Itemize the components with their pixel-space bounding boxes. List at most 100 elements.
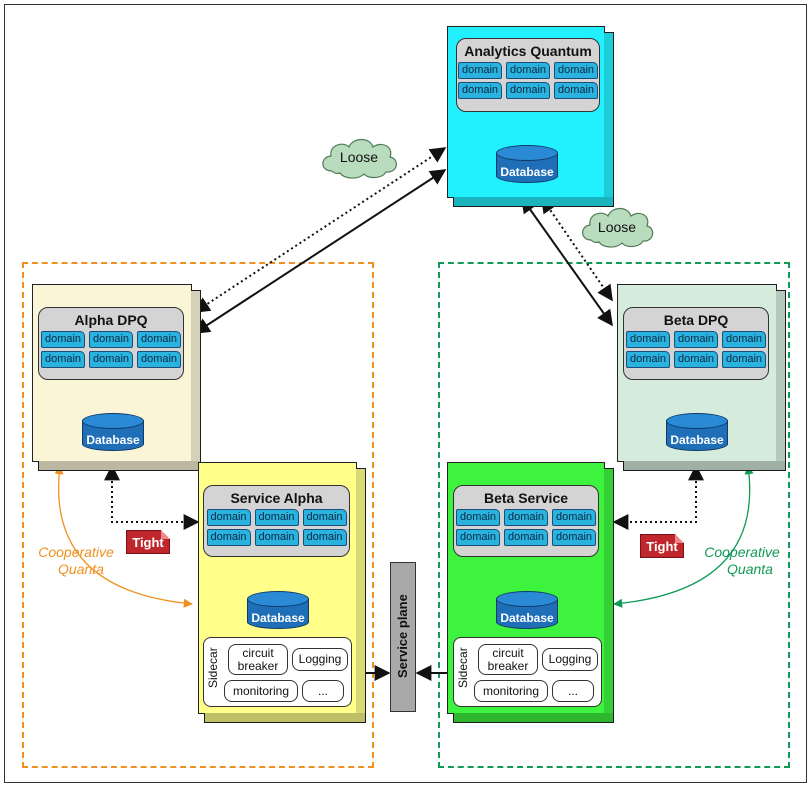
domain-tag: domain [552, 529, 596, 546]
logging-pill: Logging [542, 648, 598, 671]
cloud-icon [582, 207, 654, 248]
more-pill: ... [302, 680, 344, 702]
beta-service-sidecar: Sidecar circuit breaker Logging monitori… [453, 637, 602, 707]
more-pill: ... [552, 680, 594, 702]
domain-tag: domain [722, 351, 766, 368]
alpha-analytics-solid-link [193, 169, 447, 334]
service-alpha-database-icon: Database [247, 591, 309, 635]
beta-dpq-domains: domain domain domain domain domain domai… [624, 331, 768, 368]
logging-pill: Logging [292, 648, 348, 671]
alpha-tight-link [104, 464, 200, 530]
beta-service-database-label: Database [500, 611, 554, 625]
domain-tag: domain [506, 62, 550, 79]
loose-cloud-left: Loose [318, 133, 400, 181]
alpha-dpq-domain-box: Alpha DPQ domain domain domain domain do… [38, 307, 184, 380]
domain-tag: domain [554, 82, 598, 99]
domain-tag: domain [506, 82, 550, 99]
monitoring-pill: monitoring [224, 680, 298, 702]
beta-service-domain-box: Beta Service domain domain domain domain… [453, 485, 599, 557]
domain-tag: domain [456, 509, 500, 526]
alpha-dpq-domains: domain domain domain domain domain domai… [39, 331, 183, 368]
domain-tag: domain [626, 351, 670, 368]
cooperative-text: Cooperative [704, 544, 780, 560]
cloud-icon [322, 138, 397, 179]
breaker-text: breaker [487, 658, 529, 673]
beta-dpq-domain-box: Beta DPQ domain domain domain domain dom… [623, 307, 769, 380]
domain-tag: domain [89, 351, 133, 368]
tight-badge-alpha: Tight [126, 530, 170, 554]
domain-tag: domain [458, 82, 502, 99]
beta-service-database-icon: Database [496, 591, 558, 635]
beta-group-border [438, 262, 790, 768]
domain-tag: domain [302, 509, 347, 526]
analytics-domains: domain domain domain domain domain domai… [457, 62, 599, 99]
beta-analytics-dotted-link [541, 196, 613, 302]
analytics-database-icon: Database [496, 145, 558, 189]
domain-tag: domain [41, 351, 85, 368]
monitoring-pill: monitoring [474, 680, 548, 702]
alpha-dpq-database-label: Database [86, 433, 140, 447]
analytics-quantum: Analytics Quantum domain domain domain d… [447, 26, 614, 207]
circuit-text: circuit [242, 645, 274, 660]
beta-service-title: Beta Service [483, 490, 569, 506]
domain-tag: domain [504, 529, 548, 546]
analytics-database-label: Database [500, 165, 554, 179]
domain-tag: domain [674, 331, 718, 348]
domain-tag: domain [458, 62, 502, 79]
loose-label: Loose [597, 219, 637, 235]
service-plane-label: Service plane [395, 594, 410, 678]
beta-dpq-database-icon: Database [666, 413, 728, 457]
domain-tag: domain [456, 529, 500, 546]
domain-tag: domain [674, 351, 718, 368]
loose-cloud-right: Loose [578, 202, 656, 250]
loose-label: Loose [339, 149, 379, 165]
domain-tag: domain [41, 331, 85, 348]
domain-tag: domain [554, 62, 598, 79]
sidecar-label: Sidecar [456, 647, 470, 688]
circuit-breaker-pill: circuit breaker [478, 644, 538, 675]
domain-tag: domain [137, 331, 181, 348]
domain-tag: domain [504, 509, 548, 526]
analytics-domain-box: Analytics Quantum domain domain domain d… [456, 38, 600, 112]
cooperative-text: Cooperative [38, 544, 114, 560]
cooperative-quanta-alpha: Cooperative Quanta [30, 544, 122, 578]
alpha-dpq-database-icon: Database [82, 413, 144, 457]
quanta-text: Quanta [727, 561, 773, 577]
alpha-dpq-title: Alpha DPQ [74, 312, 148, 328]
domain-tag: domain [206, 529, 251, 546]
analytics-title: Analytics Quantum [464, 43, 592, 59]
alpha-dpq-quantum: Alpha DPQ domain domain domain domain do… [32, 284, 201, 471]
service-plane-bar: Service plane [390, 562, 416, 712]
tight-badge-beta: Tight [640, 534, 684, 558]
domain-tag: domain [206, 509, 251, 526]
service-alpha-quantum: Service Alpha domain domain domain domai… [198, 462, 366, 723]
breaker-text: breaker [237, 658, 279, 673]
domain-tag: domain [254, 529, 299, 546]
domain-tag: domain [302, 529, 347, 546]
service-alpha-domains: domain domain domain domain domain domai… [204, 509, 349, 546]
domain-tag: domain [137, 351, 181, 368]
service-alpha-title: Service Alpha [230, 490, 323, 506]
cooperative-quanta-beta: Cooperative Quanta [696, 544, 788, 578]
beta-dpq-database-label: Database [670, 433, 724, 447]
domain-tag: domain [626, 331, 670, 348]
sidecar-label: Sidecar [206, 647, 220, 688]
diagram-frame [4, 4, 807, 783]
beta-dpq-quantum: Beta DPQ domain domain domain domain dom… [617, 284, 786, 471]
domain-tag: domain [89, 331, 133, 348]
circuit-text: circuit [492, 645, 524, 660]
beta-dpq-title: Beta DPQ [663, 312, 729, 328]
quanta-text: Quanta [58, 561, 104, 577]
beta-cooperative-arc [613, 465, 754, 608]
beta-service-domains: domain domain domain domain domain domai… [454, 509, 598, 546]
service-alpha-domain-box: Service Alpha domain domain domain domai… [203, 485, 350, 557]
domain-tag: domain [254, 509, 299, 526]
alpha-cooperative-arc [54, 465, 193, 608]
circuit-breaker-pill: circuit breaker [228, 644, 288, 675]
service-alpha-database-label: Database [251, 611, 305, 625]
service-alpha-sidecar: Sidecar circuit breaker Logging monitori… [203, 637, 352, 707]
domain-tag: domain [722, 331, 766, 348]
beta-tight-link [612, 464, 704, 530]
beta-service-quantum: Beta Service domain domain domain domain… [447, 462, 614, 723]
